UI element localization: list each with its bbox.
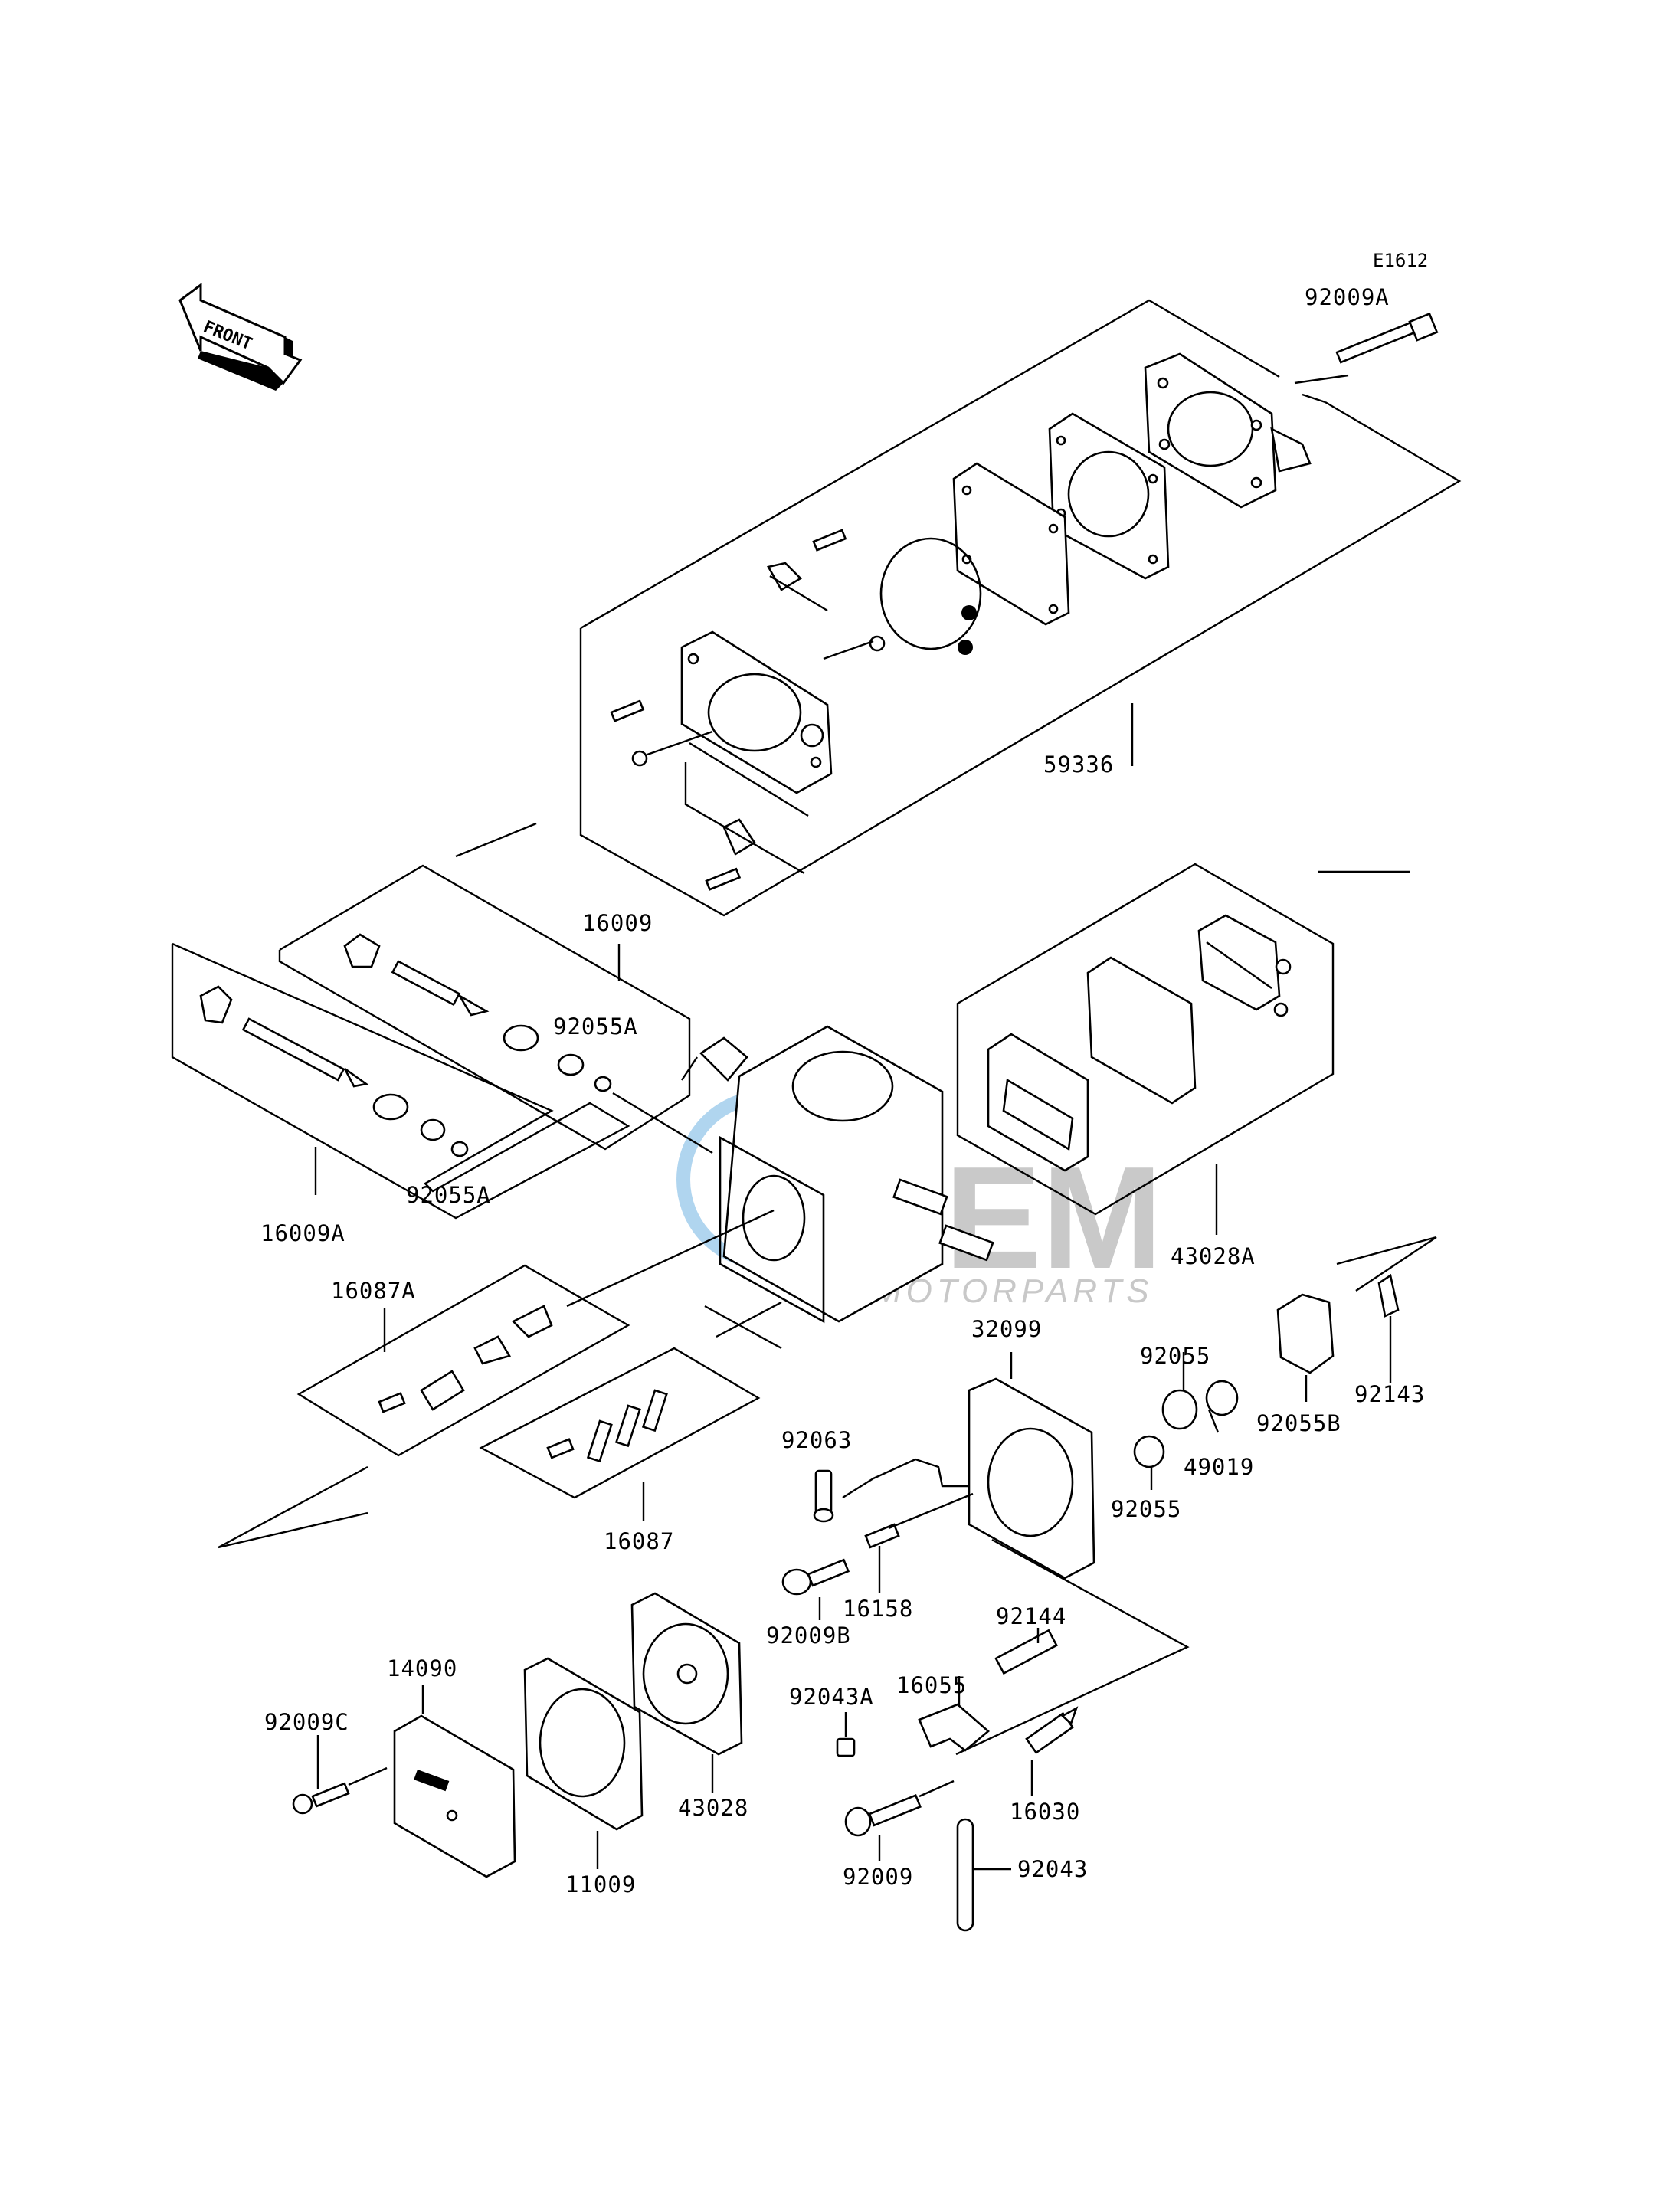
watermark-sub: MOTORPARTS (873, 1272, 1154, 1310)
carburetor-body (681, 1025, 994, 1324)
fuel-pump-cover (1144, 352, 1312, 509)
screw-92009C (292, 1735, 388, 1815)
box-16087A (296, 1264, 630, 1457)
screw-92009 (844, 1780, 955, 1861)
needle-box-16009 (278, 864, 691, 1151)
label-16009: 16009 (582, 910, 653, 936)
label-59336: 59336 (1043, 751, 1114, 778)
screw-92009A (1335, 312, 1439, 364)
screw-92009B (781, 1558, 850, 1620)
label-92009A: 92009A (1305, 284, 1390, 310)
label-43028A: 43028A (1171, 1243, 1256, 1269)
label-92009: 92009 (843, 1864, 913, 1890)
gasket-11009 (523, 1657, 644, 1869)
front-arrow-icon: FRONT (178, 283, 303, 391)
label-32099: 32099 (971, 1316, 1042, 1342)
label-92043: 92043 (1017, 1856, 1088, 1882)
label-11009: 11009 (565, 1871, 636, 1897)
label-14090: 14090 (387, 1655, 457, 1681)
spring-92144 (994, 1628, 1058, 1675)
label-92063: 92063 (781, 1427, 852, 1453)
label-49019: 49019 (1184, 1454, 1254, 1480)
needle-box-16009A (171, 942, 630, 1220)
pump-body (680, 630, 833, 794)
label-43028: 43028 (678, 1795, 748, 1821)
diagram-code: E1612 (1373, 250, 1428, 271)
gasket-large (1048, 412, 1170, 580)
label-92055-mid: 92055 (1111, 1496, 1181, 1522)
needle-16030 (1025, 1706, 1079, 1796)
label-92055A-top: 92055A (553, 1013, 638, 1040)
diaphragm-ring (879, 537, 982, 655)
diaphragm-43028 (630, 1592, 743, 1793)
top-box-leaders (647, 374, 1349, 875)
label-16087A: 16087A (331, 1278, 416, 1304)
cover-14090 (393, 1685, 516, 1878)
label-92043A: 92043A (789, 1684, 874, 1710)
label-92055-top: 92055 (1140, 1343, 1210, 1369)
screw-92063 (813, 1469, 834, 1523)
gasket-box-43028A (956, 863, 1335, 1235)
pump-assembly-box (579, 299, 1462, 917)
label-16009A: 16009A (260, 1220, 345, 1246)
label-92055A-bottom: 92055A (406, 1182, 491, 1208)
label-92144: 92144 (996, 1603, 1066, 1629)
small-screws-top (610, 529, 886, 891)
cover-92055B (1276, 1293, 1335, 1402)
label-92009C: 92009C (264, 1709, 349, 1735)
diaphragm-plate (952, 462, 1070, 626)
label-16055: 16055 (896, 1672, 967, 1698)
label-16030: 16030 (1010, 1799, 1080, 1825)
label-92055B: 92055B (1256, 1410, 1341, 1436)
pin-92043A (836, 1712, 856, 1757)
label-92143: 92143 (1354, 1381, 1425, 1407)
box-16087 (479, 1347, 761, 1521)
label-92009B: 92009B (766, 1622, 851, 1649)
jet-16158 (864, 1492, 974, 1593)
clip-92143 (1377, 1273, 1400, 1383)
body-32099 (968, 1352, 1239, 1580)
lever-16055 (918, 1676, 991, 1752)
label-16087: 16087 (604, 1528, 674, 1554)
label-16158: 16158 (843, 1596, 913, 1622)
pin-92043 (956, 1818, 1011, 1932)
part-labels: 92009A 59336 16009 92055A 92055A 16009A … (260, 284, 1425, 1897)
